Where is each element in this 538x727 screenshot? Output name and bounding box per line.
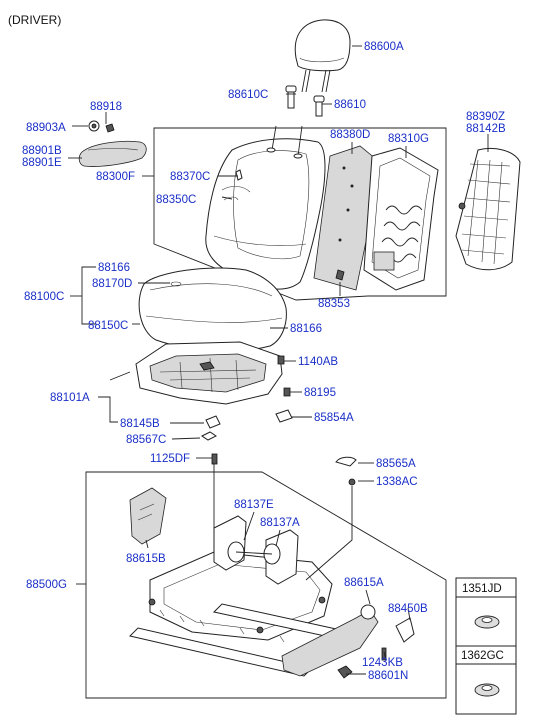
track-hardware-parts bbox=[211, 453, 387, 661]
label-88901E: 88901E bbox=[22, 157, 62, 169]
label-88918: 88918 bbox=[90, 101, 122, 113]
seat-track-group-outline bbox=[85, 471, 447, 699]
label-88390Z: 88390Z bbox=[466, 111, 505, 123]
label-88350C: 88350C bbox=[156, 194, 196, 206]
label-88450B: 88450B bbox=[388, 603, 428, 615]
label-88100C: 88100C bbox=[24, 291, 64, 303]
cushion-clip-parts bbox=[201, 355, 293, 441]
seat-track-frame-part bbox=[129, 515, 369, 677]
diagram-title: (DRIVER) bbox=[8, 13, 61, 27]
label-88166-bottom: 88166 bbox=[290, 323, 322, 335]
label-88615B: 88615B bbox=[126, 553, 166, 565]
label-88615A: 88615A bbox=[344, 577, 384, 589]
headrest-guide-parts bbox=[285, 85, 325, 117]
label-88610: 88610 bbox=[334, 99, 366, 111]
label-85854A: 85854A bbox=[314, 412, 354, 424]
label-88601N: 88601N bbox=[368, 670, 408, 682]
label-88380D: 88380D bbox=[330, 129, 370, 141]
seatback-cushion-part bbox=[205, 125, 326, 290]
label-88565A: 88565A bbox=[376, 458, 416, 470]
label-88903A: 88903A bbox=[26, 122, 66, 134]
label-88901B: 88901B bbox=[22, 145, 62, 157]
side-box-1351JD: 1351JD bbox=[455, 577, 517, 647]
label-88137A: 88137A bbox=[260, 517, 300, 529]
label-88142B: 88142B bbox=[466, 123, 506, 135]
label-88166-top: 88166 bbox=[98, 262, 130, 274]
label-88150C: 88150C bbox=[88, 320, 128, 332]
leader-lines bbox=[68, 45, 489, 675]
armrest-part bbox=[78, 140, 147, 167]
label-1243KB: 1243KB bbox=[362, 657, 403, 669]
label-88145B: 88145B bbox=[120, 418, 160, 430]
label-88300F: 88300F bbox=[96, 171, 135, 183]
label-88370C: 88370C bbox=[170, 171, 210, 183]
label-88567C: 88567C bbox=[126, 434, 166, 446]
side-box-1362GC: 1362GC bbox=[455, 645, 517, 715]
label-1338AC: 1338AC bbox=[376, 476, 418, 488]
label-88500G: 88500G bbox=[26, 579, 67, 591]
label-88600A: 88600A bbox=[364, 41, 404, 53]
label-88195: 88195 bbox=[304, 387, 336, 399]
seat-pan-part bbox=[135, 341, 283, 405]
seatback-frame-part bbox=[363, 147, 439, 291]
seat-cushion-part bbox=[138, 267, 287, 352]
label-88610C: 88610C bbox=[228, 89, 268, 101]
headrest-part bbox=[294, 19, 351, 93]
label-88101A: 88101A bbox=[50, 392, 90, 404]
label-88310G: 88310G bbox=[388, 133, 429, 145]
side-box-label: 1351JD bbox=[462, 583, 502, 595]
armrest-bolt-parts bbox=[88, 120, 115, 133]
label-1140AB: 1140AB bbox=[298, 356, 338, 368]
side-box-label: 1362GC bbox=[461, 650, 504, 662]
seatback-group-outline bbox=[153, 127, 447, 301]
label-88137E: 88137E bbox=[234, 499, 274, 511]
label-1125DF: 1125DF bbox=[150, 453, 190, 465]
seat-side-cover-parts bbox=[129, 487, 415, 679]
part-number-labels: 88600A 88610C 88610 88918 88903A 88901B … bbox=[22, 41, 506, 682]
label-88353: 88353 bbox=[318, 298, 350, 310]
seatback-board-part bbox=[455, 148, 521, 271]
label-88170D: 88170D bbox=[92, 278, 132, 290]
